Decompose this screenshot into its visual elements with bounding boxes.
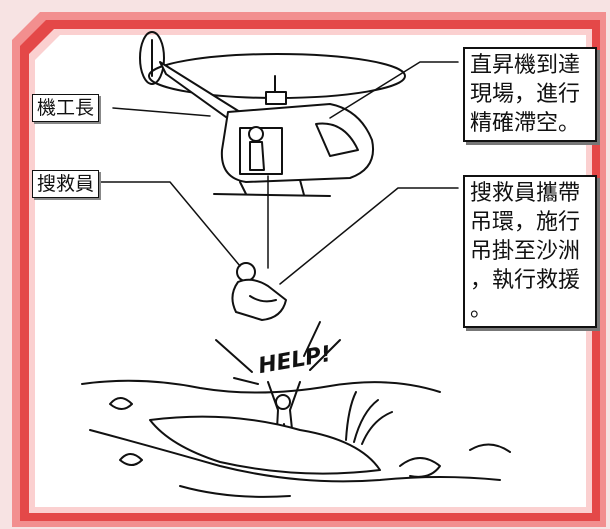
leader-helicopter bbox=[329, 61, 459, 119]
callout-rescuer-line: 吊掛至沙洲 bbox=[470, 239, 581, 264]
main-rotor bbox=[148, 53, 406, 105]
crew-chief-figure bbox=[248, 126, 265, 171]
callout-rescuer-action: 搜救員攜帶 吊環，施行 吊掛至沙洲 ，執行救援 。 bbox=[463, 175, 597, 328]
decorative-frame bbox=[12, 12, 606, 527]
callout-helicopter: 直昇機到達 現場，進行 精確滯空。 bbox=[463, 47, 597, 142]
rescuer-figure bbox=[231, 262, 287, 321]
leader-crew-chief bbox=[112, 107, 211, 117]
tail-rotor bbox=[139, 31, 165, 85]
label-crew-chief: 機工長 bbox=[32, 94, 100, 122]
leader-rescuer-action bbox=[279, 187, 459, 285]
victim-figure bbox=[267, 381, 301, 449]
leader-rescuer bbox=[95, 181, 241, 267]
label-rescuer: 搜救員 bbox=[32, 170, 100, 198]
callout-rescuer-line: 。 bbox=[470, 297, 493, 322]
reeds bbox=[345, 391, 393, 445]
callout-helicopter-line: 直昇機到達 bbox=[470, 53, 581, 78]
sandbar bbox=[149, 415, 381, 475]
callout-helicopter-line: 現場，進行 bbox=[470, 82, 581, 107]
callout-helicopter-line: 精確滯空。 bbox=[470, 111, 581, 136]
river-waves bbox=[81, 379, 511, 498]
callout-rescuer-line: ，執行救援 bbox=[470, 268, 581, 293]
shout-line bbox=[215, 339, 253, 373]
callout-rescuer-line: 吊環，施行 bbox=[470, 210, 581, 235]
cockpit-window bbox=[315, 122, 359, 157]
callout-rescuer-line: 搜救員攜帶 bbox=[470, 181, 581, 206]
